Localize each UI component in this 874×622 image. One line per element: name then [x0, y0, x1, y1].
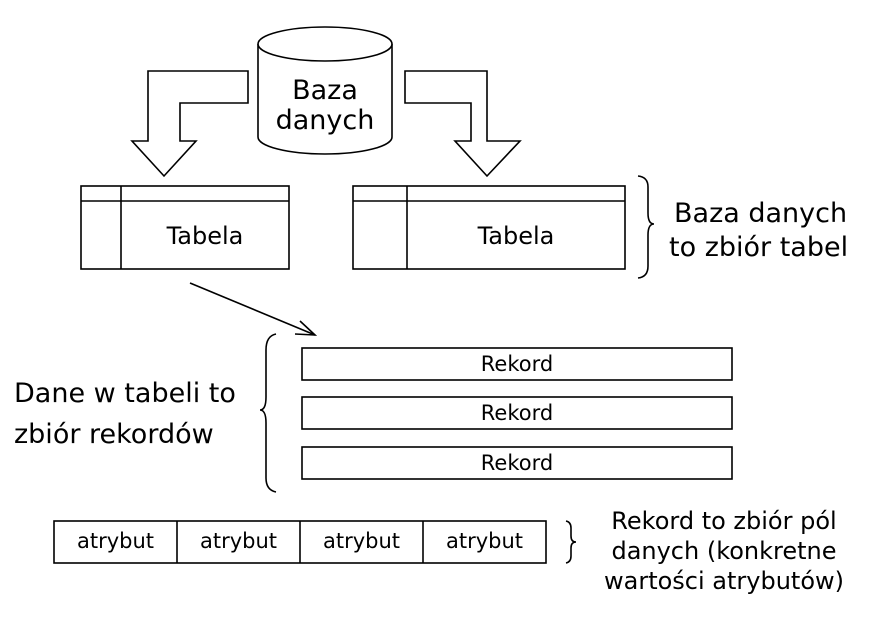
left-down-arrow-icon [130, 70, 249, 178]
table-shape-2 [352, 185, 626, 270]
database-label-line2: danych [275, 105, 375, 136]
table-annotation-line1: Dane w tabeli to [14, 378, 236, 409]
record-shape-3 [301, 446, 733, 480]
attributes-brace-icon [565, 520, 577, 564]
attribute-label-3: atrybut [322, 529, 401, 553]
record-label-1: Rekord [480, 352, 554, 376]
record-annotation-line1: Rekord to zbiór pól [611, 507, 837, 535]
right-down-arrow-icon [404, 70, 522, 178]
attribute-row-shape [53, 520, 547, 564]
records-brace-icon [259, 333, 277, 493]
database-cylinder-icon [257, 26, 393, 155]
database-annotation-line2: to zbiór tabel [669, 232, 849, 263]
tables-brace-icon [637, 175, 655, 279]
record-label-2: Rekord [480, 401, 554, 425]
record-shape-2 [301, 396, 733, 430]
attribute-label-4: atrybut [445, 529, 524, 553]
table-annotation-line2: zbiór rekordów [14, 419, 214, 450]
record-annotation-line2: danych (konkretne [611, 537, 837, 565]
attribute-label-2: atrybut [199, 529, 278, 553]
attribute-label-1: atrybut [76, 529, 155, 553]
table-label-1: Tabela [166, 222, 244, 250]
table-label-2: Tabela [477, 222, 555, 250]
database-annotation-line1: Baza danych [674, 198, 848, 229]
database-label-line1: Baza [292, 75, 358, 106]
table-shape-1 [80, 185, 290, 270]
pointer-arrow-icon [189, 282, 318, 336]
record-shape-1 [301, 347, 733, 381]
record-annotation-line3: wartości atrybutów) [603, 567, 844, 595]
record-label-3: Rekord [480, 451, 554, 475]
